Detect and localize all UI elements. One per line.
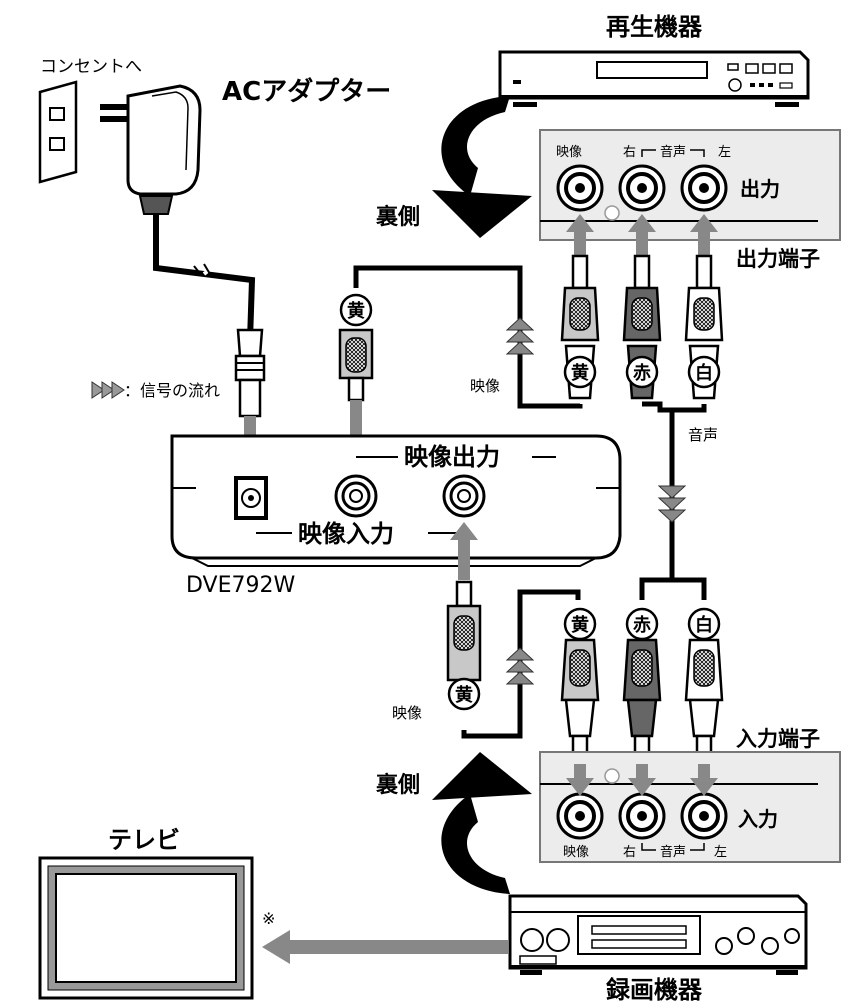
- rca-plug-input-red: [622, 638, 662, 766]
- player-device-icon: [498, 50, 810, 107]
- back-side-label-top: 裏側: [376, 204, 420, 230]
- output-jack-left: [680, 164, 728, 212]
- panel-bottom-video-label: 映像: [563, 845, 589, 860]
- tag-white-bottom: 白: [687, 607, 721, 641]
- recorder-label: 録画機器: [606, 976, 703, 1003]
- video-cable-bottom-flow: [505, 647, 535, 685]
- video-cable-top-flow: [505, 317, 535, 355]
- output-terminal-label: 出力端子: [736, 247, 820, 271]
- video-in-label: 映像入力: [298, 520, 394, 548]
- video-in-callout: [256, 518, 464, 550]
- adapter-label: ACアダプター: [222, 76, 391, 107]
- svg-text:黄: 黄: [571, 362, 589, 384]
- input-jack-video: [556, 792, 604, 840]
- video-cable-bottom-label: 映像: [392, 704, 422, 722]
- dve-output-arrow: [450, 522, 478, 580]
- screw-icon: [604, 768, 620, 784]
- panel-bottom-right-label: 右: [623, 845, 636, 860]
- input-flow-arrows: [566, 764, 718, 796]
- rca-plug-input-video: [560, 638, 600, 766]
- curved-arrow-top-head: [432, 190, 532, 238]
- tag-yellow-top: 黄: [563, 355, 597, 389]
- panel-bottom-left-label: 左: [714, 845, 727, 860]
- note-mark: ※: [262, 909, 275, 928]
- dc-plug-icon: [234, 328, 266, 418]
- svg-text:白: 白: [695, 362, 713, 384]
- recorder-device-icon: [508, 894, 808, 975]
- input-terminal-label: 入力端子: [736, 727, 820, 751]
- tv-icon: [38, 856, 254, 1000]
- svg-text:白: 白: [695, 614, 713, 636]
- rca-plug-dve-input: [338, 328, 374, 402]
- output-jack-right: [618, 164, 666, 212]
- panel-top-left-label: 左: [718, 145, 731, 160]
- tag-yellow-dve-input: 黄: [339, 293, 373, 327]
- back-side-label-bottom: 裏側: [376, 772, 420, 798]
- curved-arrow-top: [441, 96, 510, 196]
- outlet-label: コンセントへ: [40, 57, 142, 77]
- tv-label: テレビ: [108, 826, 180, 854]
- recorder-to-tv-arrow: [262, 930, 508, 964]
- video-cable-top: [353, 265, 583, 409]
- curved-arrow-bottom-head: [432, 752, 532, 800]
- tag-white-top: 白: [687, 355, 721, 389]
- audio-cable-flow: [657, 485, 687, 523]
- svg-text:黄: 黄: [347, 300, 365, 322]
- signal-flow-icon: [91, 381, 125, 399]
- tag-red-bottom: 赤: [625, 607, 659, 641]
- adapter-cable: [153, 214, 256, 341]
- svg-text:赤: 赤: [633, 615, 651, 636]
- svg-text:黄: 黄: [455, 684, 473, 706]
- model-label: DVE792W: [186, 573, 295, 598]
- tag-yellow-dve-output: 黄: [447, 677, 481, 711]
- output-panel-label: 出力: [740, 177, 780, 201]
- panel-top-audio-label: 音声: [660, 144, 686, 160]
- audio-cable: [639, 401, 707, 600]
- panel-top-video-label: 映像: [556, 145, 582, 160]
- wall-outlet-icon: [38, 80, 78, 184]
- rca-plug-dve-output: [446, 580, 482, 682]
- svg-text:黄: 黄: [571, 614, 589, 636]
- panel-bottom-audio-label: 音声: [660, 844, 686, 860]
- panel-top-right-label: 右: [623, 145, 636, 160]
- svg-text:赤: 赤: [633, 363, 651, 384]
- curved-arrow-bottom: [441, 794, 510, 894]
- audio-cable-label: 音声: [688, 426, 718, 444]
- signal-flow-label: ：信号の流れ: [124, 381, 220, 400]
- input-jack-left: [680, 792, 728, 840]
- video-out-callout: [356, 440, 556, 472]
- output-panel: 映像 右 音声 左 出力: [539, 129, 841, 241]
- input-panel: 入力 映像 右 音声 左: [539, 751, 841, 863]
- input-panel-label: 入力: [738, 807, 778, 831]
- tag-yellow-bottom: 黄: [563, 607, 597, 641]
- ac-adapter-icon: [100, 84, 202, 215]
- tag-red-top: 赤: [625, 355, 659, 389]
- video-out-label: 映像出力: [404, 443, 500, 471]
- player-label: 再生機器: [606, 13, 703, 41]
- output-flow-arrows: [566, 214, 718, 258]
- input-jack-right: [618, 792, 666, 840]
- rca-plug-input-white: [684, 638, 724, 766]
- video-cable-top-label: 映像: [470, 377, 500, 395]
- output-jack-video: [556, 164, 604, 212]
- screw-icon: [604, 205, 620, 221]
